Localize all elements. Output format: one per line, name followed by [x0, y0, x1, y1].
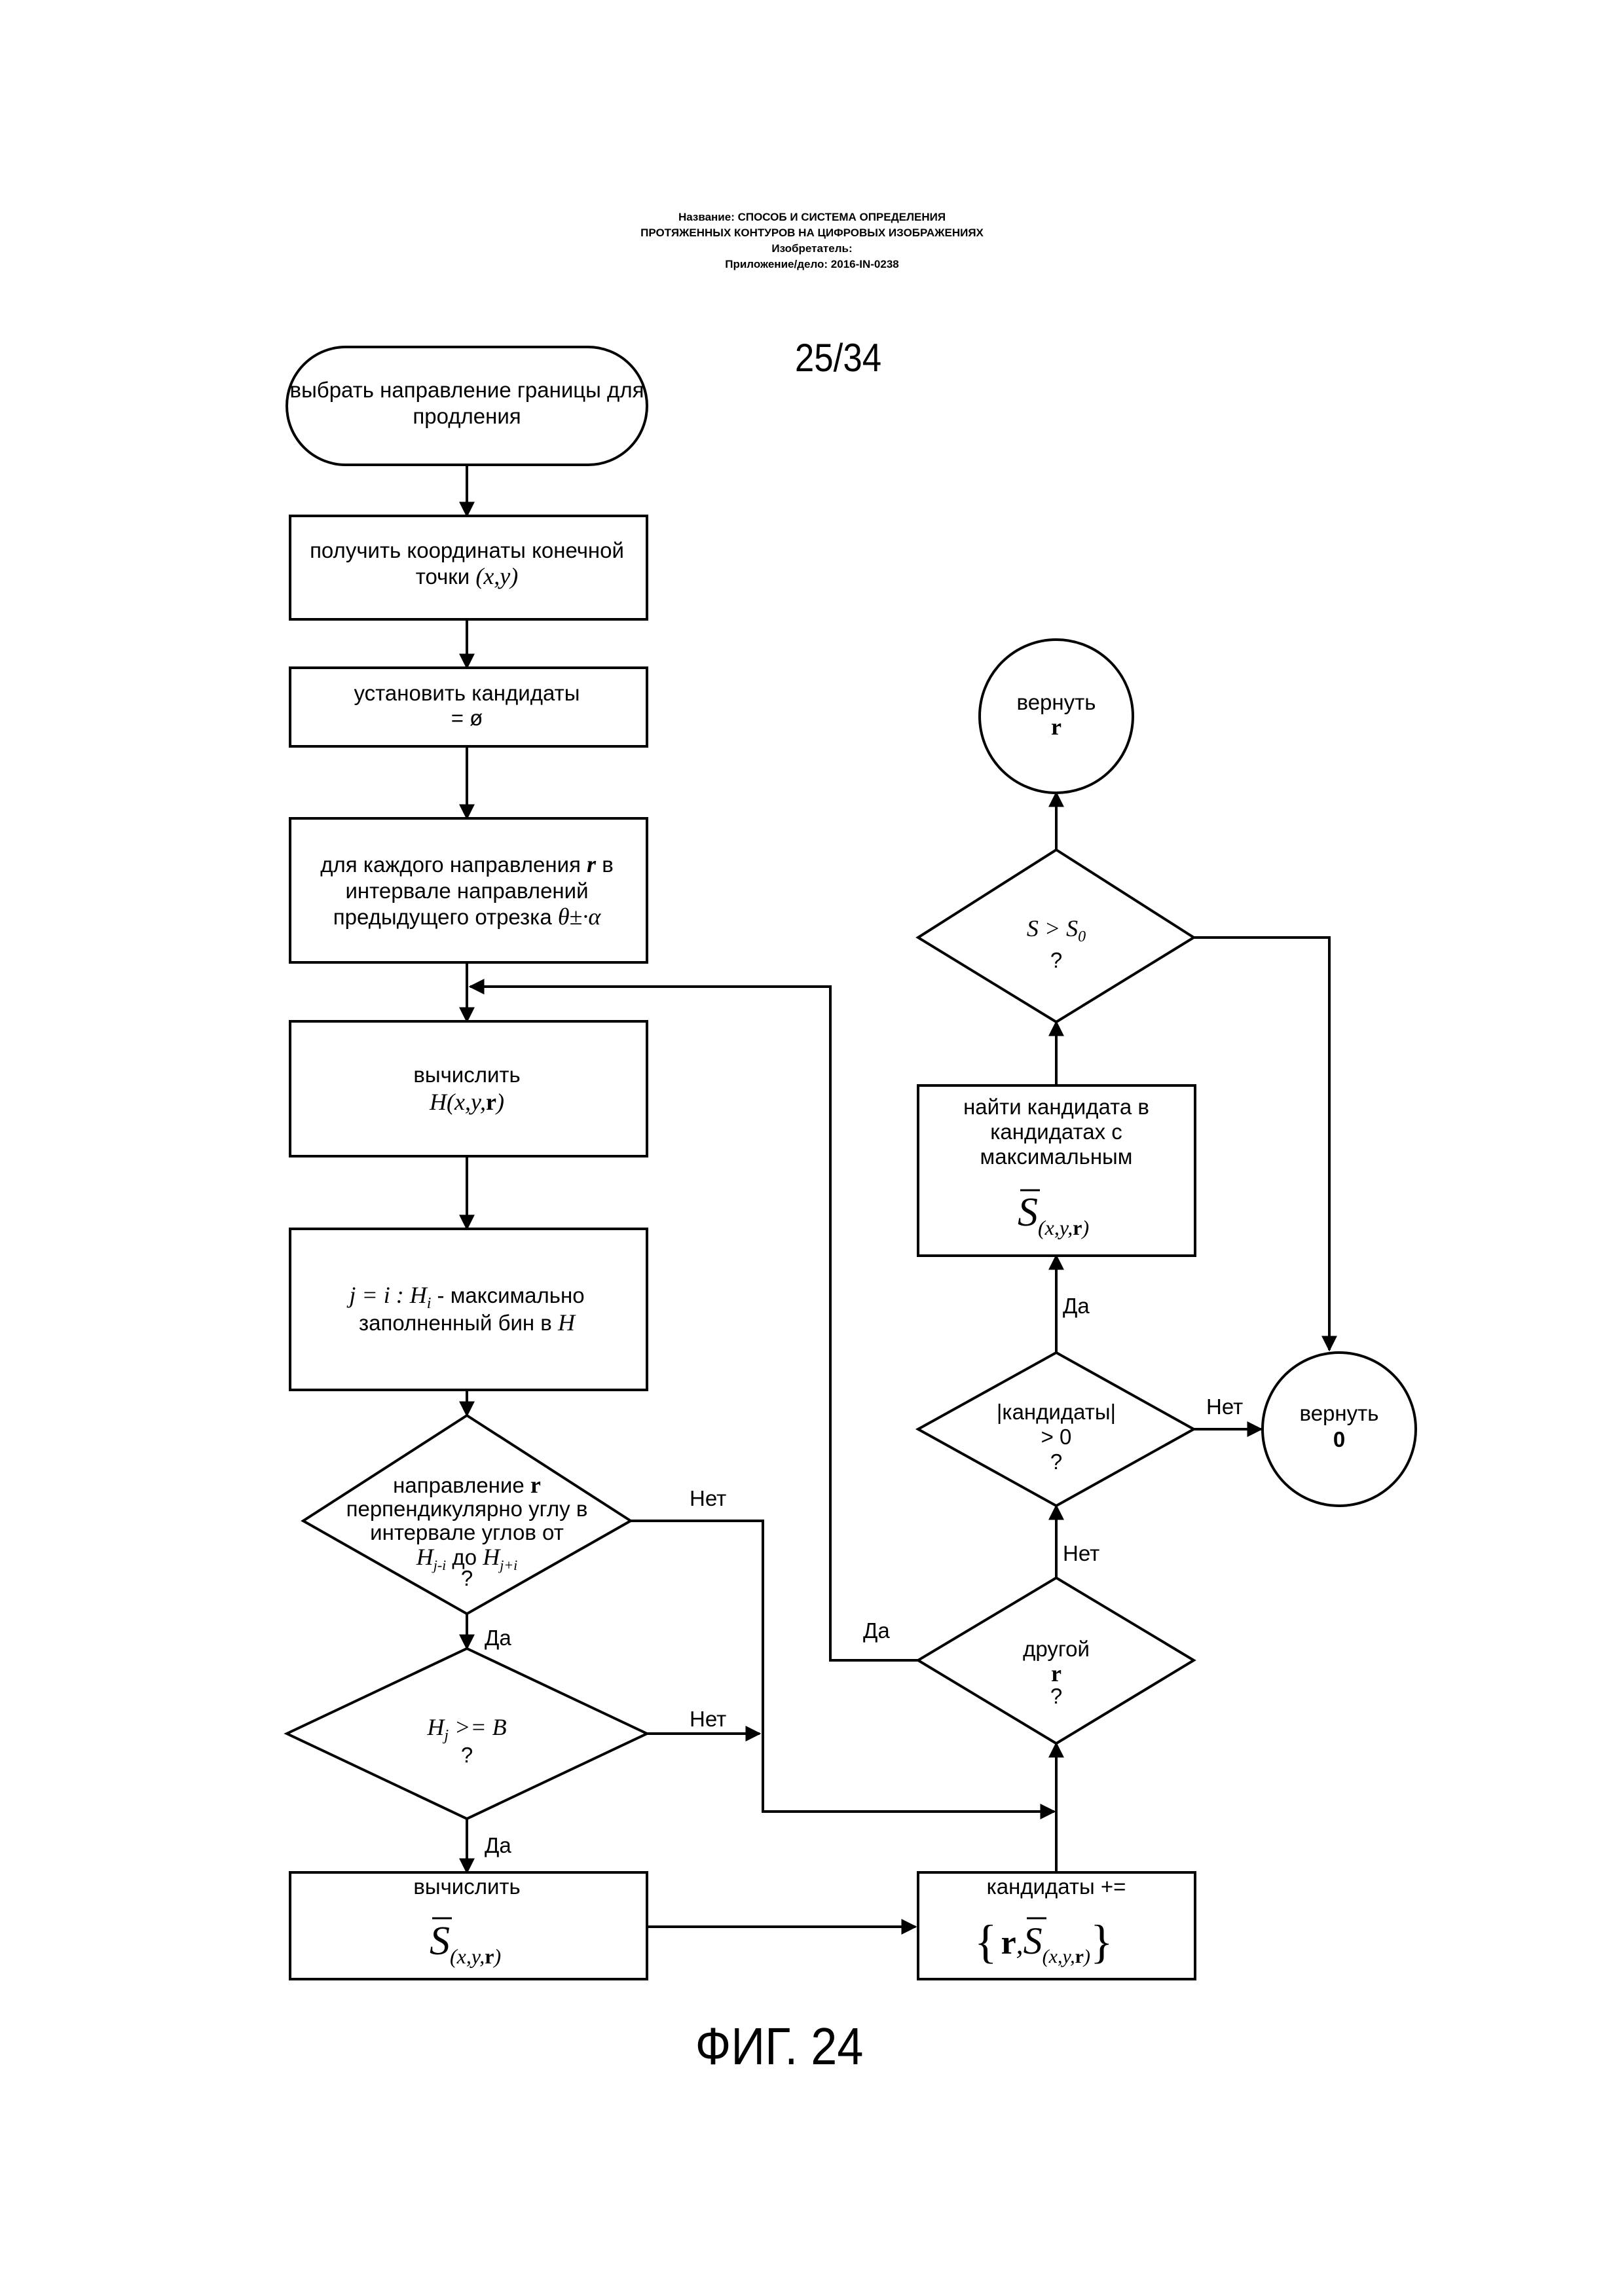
node-find-max-line-2: кандидатах с — [990, 1120, 1122, 1144]
edge-label-other-yes: Да — [863, 1618, 890, 1643]
edge-label-count-yes: Да — [1063, 1294, 1090, 1318]
node-start-line-2: продления — [413, 404, 521, 428]
node-compare-q: ? — [1050, 948, 1062, 972]
node-other-r: другой r ? — [918, 1578, 1194, 1743]
edge-label-threshold-no: Нет — [690, 1707, 726, 1731]
node-loop: для каждого направления r в интервале на… — [290, 818, 647, 962]
node-get-coords-line-1: получить координаты конечной — [310, 538, 624, 562]
node-add-candidate-line-1: кандидаты += — [987, 1874, 1126, 1899]
node-perp-check-line-2: перпендикулярно углу в — [346, 1497, 588, 1521]
edge-label-other-no: Нет — [1063, 1541, 1099, 1565]
node-return-0-line-2: 0 — [1333, 1427, 1345, 1451]
node-other-r-q: ? — [1050, 1684, 1062, 1708]
node-compute-h-line-2: H(x,y,r) — [429, 1089, 504, 1115]
node-threshold-expr: Hj >= B — [426, 1714, 506, 1744]
node-return-r-line-2: r — [1051, 714, 1061, 740]
node-compute-h-line-1: вычислить — [413, 1063, 520, 1087]
node-find-max-line-3: максимальным — [980, 1144, 1133, 1169]
node-find-max-line-1: найти кандидата в — [963, 1095, 1149, 1119]
node-start-line-1: выбрать направление границы для — [290, 378, 644, 402]
node-compare-expr: S > S0 — [1027, 915, 1086, 945]
node-other-r-line-2: r — [1051, 1660, 1061, 1686]
node-compute-h: вычислить H(x,y,r) — [290, 1021, 647, 1156]
node-max-bin-line-2: заполненный бин в H — [359, 1309, 576, 1336]
node-count-check: |кандидаты| > 0 ? — [918, 1353, 1194, 1506]
node-get-coords: получить координаты конечной точки (x,y) — [290, 516, 647, 619]
node-max-bin: j = i : Hi - максимально заполненный бин… — [290, 1229, 647, 1390]
node-perp-check-q: ? — [461, 1566, 473, 1590]
node-find-max: найти кандидата в кандидатах с максималь… — [918, 1085, 1195, 1256]
node-set-candidates-line-1: установить кандидаты — [354, 681, 580, 705]
node-loop-line-2: интервале направлений — [345, 879, 588, 903]
node-perp-check-line-1: направление r — [393, 1472, 541, 1498]
node-max-bin-shape — [290, 1229, 647, 1390]
edge-label-count-no: Нет — [1206, 1394, 1243, 1419]
node-compute-s: вычислить S(x,y,r) — [290, 1872, 647, 1979]
node-count-check-line-2: > 0 — [1041, 1425, 1072, 1449]
node-perp-check-line-3: интервале углов от — [370, 1520, 564, 1544]
node-threshold-q: ? — [461, 1743, 473, 1767]
node-loop-line-3: предыдущего отрезка θ±·α — [333, 903, 602, 930]
node-set-candidates-line-2: = ø — [451, 706, 483, 730]
edge-label-perp-yes: Да — [485, 1626, 511, 1650]
node-count-check-line-1: |кандидаты| — [997, 1400, 1116, 1424]
edge-label-perp-no: Нет — [690, 1486, 726, 1510]
node-start: выбрать направление границы для продлени… — [287, 347, 647, 465]
node-return-0-line-1: вернуть — [1300, 1401, 1379, 1425]
node-set-candidates: установить кандидаты = ø — [290, 668, 647, 746]
node-loop-line-1: для каждого направления r в — [320, 851, 614, 877]
node-return-r-line-1: вернуть — [1017, 690, 1096, 714]
node-threshold: Hj >= B ? — [287, 1649, 647, 1819]
edge-label-threshold-yes: Да — [485, 1833, 511, 1857]
node-return-0: вернуть 0 — [1263, 1353, 1416, 1506]
node-other-r-line-1: другой — [1023, 1637, 1090, 1661]
node-add-candidate: кандидаты += {r,S(x,y,r)} — [918, 1872, 1195, 1979]
node-compare: S > S0 ? — [918, 850, 1194, 1022]
node-compute-s-line-1: вычислить — [413, 1874, 520, 1899]
node-count-check-q: ? — [1050, 1449, 1062, 1474]
edge-compare-no — [1194, 938, 1329, 1350]
node-return-r: вернуть r — [980, 640, 1133, 793]
node-perp-check: направление r перпендикулярно углу в инт… — [303, 1415, 631, 1614]
node-get-coords-line-2: точки (x,y) — [416, 563, 519, 589]
